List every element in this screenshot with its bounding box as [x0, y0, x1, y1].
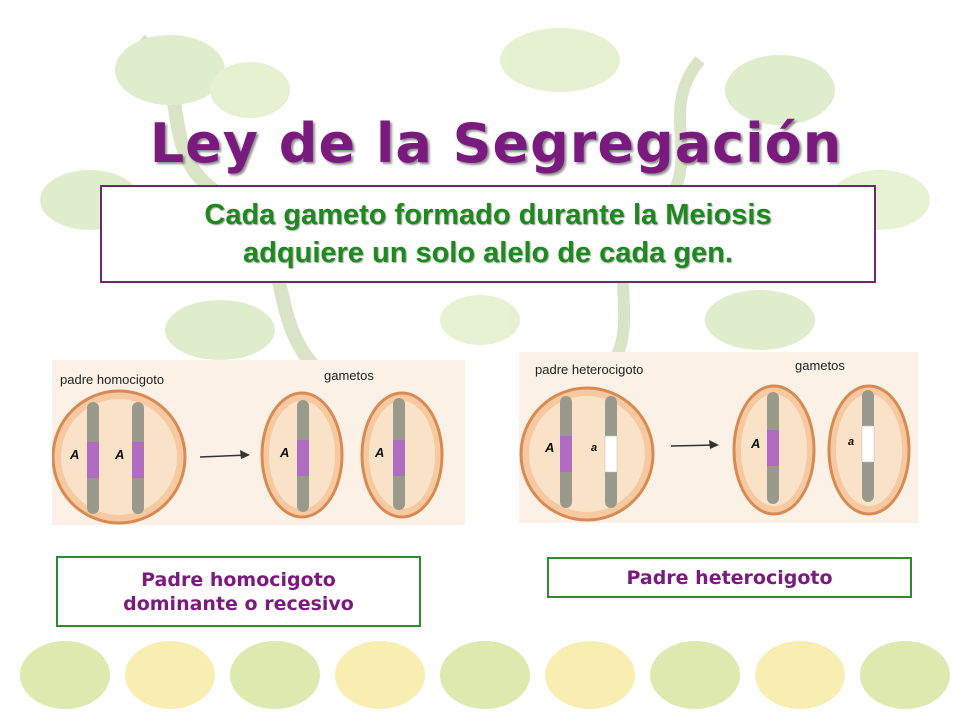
heterozygous-caption-line-1: Padre heterocigoto: [626, 566, 833, 589]
parent-label: padre homocigoto: [60, 372, 165, 387]
definition-line-2: adquiere un solo alelo de cada gen.: [243, 237, 733, 269]
homozygous-diagram: [52, 389, 444, 525]
heterozygous-diagram: [519, 384, 911, 522]
gamete-allele-1: A: [751, 436, 761, 451]
heterozygous-caption-box: Padre heterocigoto: [547, 557, 912, 598]
gamete-allele-2: A: [375, 445, 385, 460]
definition-line-1: Cada gameto formado durante la Meiosis: [204, 199, 772, 231]
parent-allele-1: A: [545, 440, 555, 455]
heterozygous-figure: padre heterocigoto gametos A a A a: [519, 352, 918, 523]
gametes-label: gametos: [795, 358, 845, 373]
gametes-label: gametos: [324, 368, 374, 383]
homozygous-caption-line-1: Padre homocigoto: [141, 568, 336, 591]
definition-box: Cada gameto formado durante la Meiosis a…: [100, 185, 876, 283]
parent-label: padre heterocigoto: [535, 362, 644, 377]
homozygous-caption-line-2: dominante o recesivo: [123, 592, 354, 615]
slide-title: Ley de la Segregación: [149, 112, 843, 175]
parent-allele-1: A: [70, 447, 80, 462]
homozygous-figure: padre homocigoto gametos A A A A: [52, 360, 465, 525]
parent-allele-2: A: [115, 447, 125, 462]
parent-allele-2: a: [591, 442, 598, 454]
homozygous-caption-box: Padre homocigoto dominante o recesivo: [56, 556, 421, 627]
gamete-allele-2: a: [848, 436, 855, 448]
gamete-allele-1: A: [280, 445, 290, 460]
